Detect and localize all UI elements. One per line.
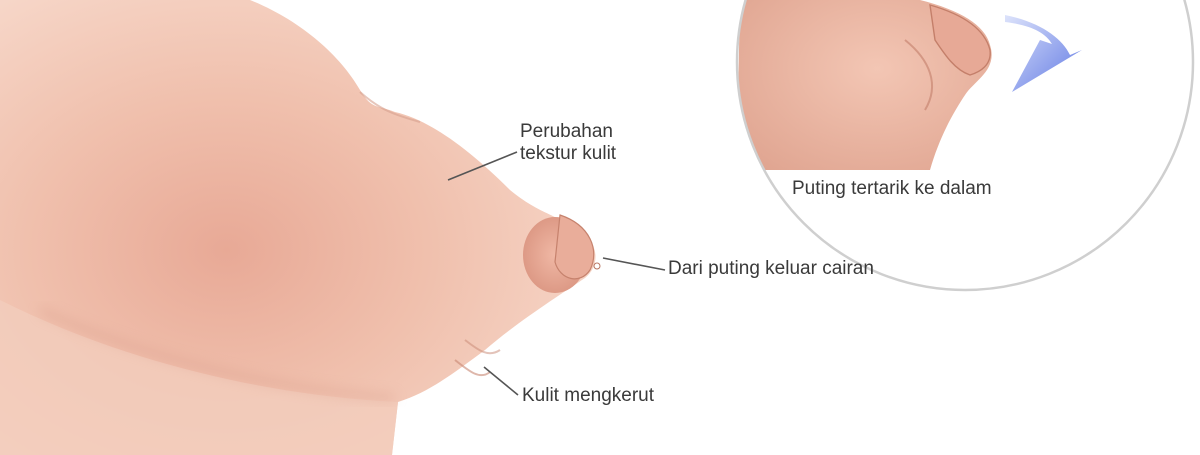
leader-line-wrinkled-skin xyxy=(484,367,518,395)
label-skin-texture: Perubahan tekstur kulit xyxy=(520,121,616,165)
inset-circle xyxy=(737,0,1197,290)
label-nipple-discharge: Dari puting keluar cairan xyxy=(668,258,874,280)
leader-line-nipple-discharge xyxy=(603,258,665,270)
label-skin-texture-line1: Perubahan xyxy=(520,121,616,143)
label-inverted-nipple: Puting tertarik ke dalam xyxy=(792,178,992,200)
label-wrinkled-skin: Kulit mengkerut xyxy=(522,385,654,407)
breast-body xyxy=(0,0,600,455)
label-skin-texture-line2: tekstur kulit xyxy=(520,143,616,165)
